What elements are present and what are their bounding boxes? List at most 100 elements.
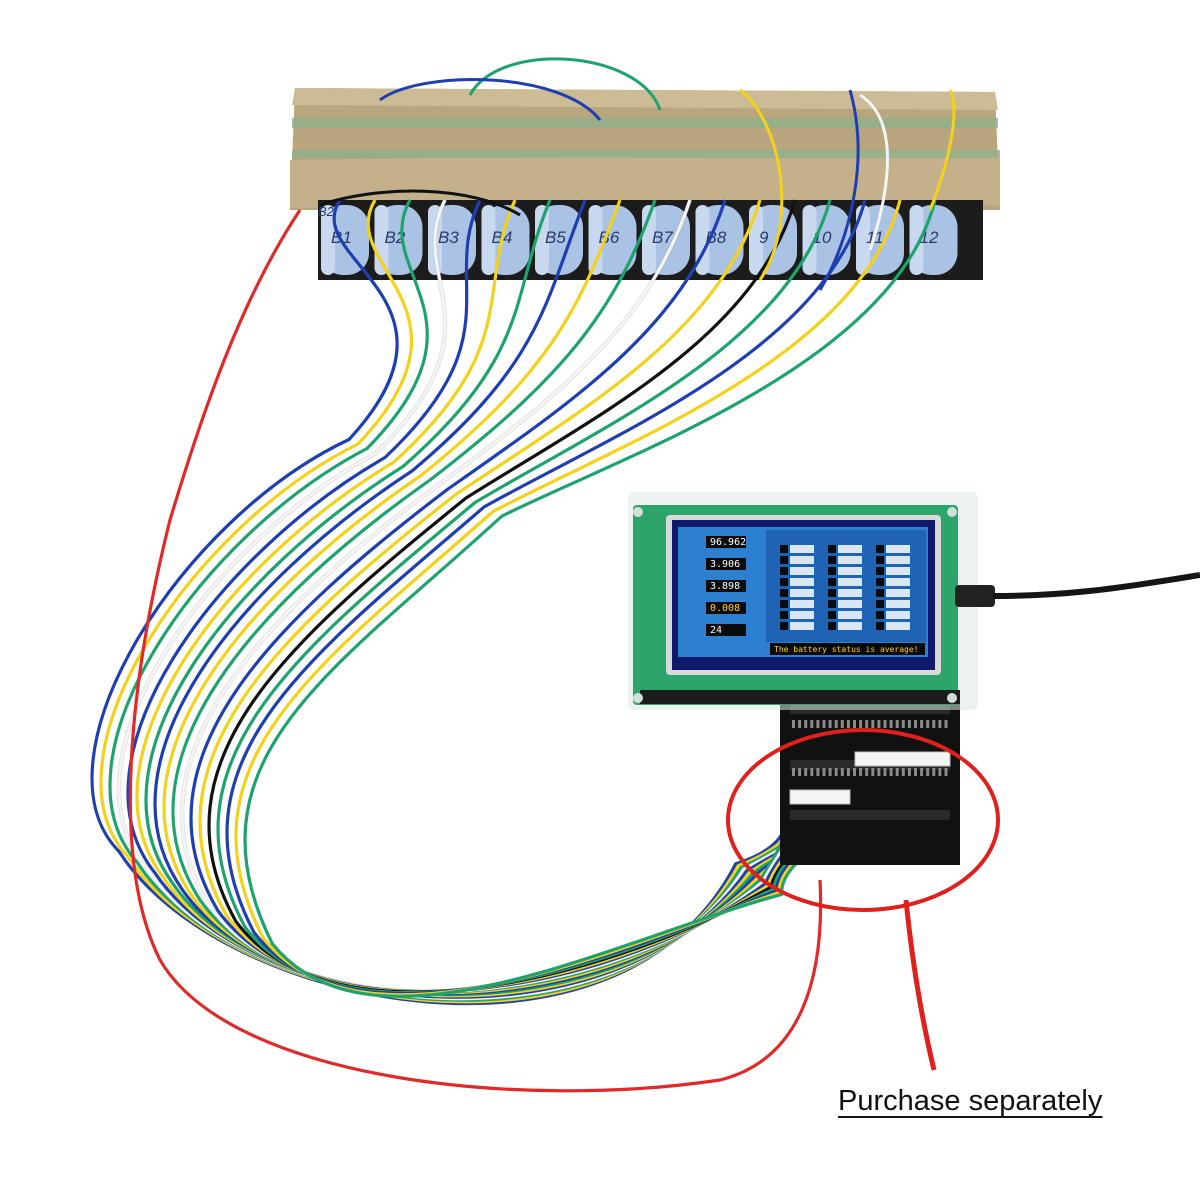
- battery-cell: B8: [695, 205, 744, 275]
- cell-index-box: [828, 589, 836, 597]
- cell-index-box: [876, 578, 884, 586]
- header-pin: [895, 768, 899, 776]
- wire-blue: [225, 199, 867, 996]
- battery-cell: B4: [481, 205, 530, 275]
- wire-yellow: [99, 199, 802, 1004]
- cell-index-box: [780, 589, 788, 597]
- cell-index-box: [876, 567, 884, 575]
- cell-voltage-box: [790, 556, 814, 564]
- header-pin: [932, 720, 936, 728]
- header-pin: [853, 720, 856, 728]
- header-pin: [859, 720, 863, 728]
- header-pin: [810, 768, 814, 776]
- adapter-board: [780, 690, 960, 865]
- header-pin: [926, 768, 930, 776]
- reading-box: [706, 536, 746, 548]
- cell-label: B8: [706, 228, 727, 247]
- header-pin: [871, 768, 875, 776]
- cell-index-box: [828, 611, 836, 619]
- header-pin: [889, 720, 893, 728]
- cell-index-box: [780, 600, 788, 608]
- cell-voltage-box: [838, 545, 862, 553]
- wire-blue: [189, 199, 812, 994]
- cell-voltage-box: [886, 567, 910, 575]
- cell-voltage-box: [886, 556, 910, 564]
- header-pin: [877, 768, 881, 776]
- reading-value: 24: [710, 625, 722, 636]
- cell-voltage-box: [790, 567, 814, 575]
- cell-voltage-box: [886, 589, 910, 597]
- header-pin: [914, 768, 917, 776]
- cell-index-box: [780, 611, 788, 619]
- cell-label: B7: [652, 228, 673, 247]
- wire-blue: [126, 199, 832, 999]
- header-pin: [932, 768, 936, 776]
- cell-label: B3: [438, 228, 459, 247]
- cell-voltage-box: [838, 600, 862, 608]
- header-pin: [944, 768, 948, 776]
- cell-index-box: [876, 611, 884, 619]
- cell-voltage-box: [790, 600, 814, 608]
- header-pin: [822, 720, 826, 728]
- header-pin: [792, 768, 795, 776]
- cell-index-box: [780, 622, 788, 630]
- header-pin: [877, 720, 881, 728]
- cell-voltage-box: [886, 611, 910, 619]
- header-pin: [907, 768, 911, 776]
- cell-voltage-box: [790, 622, 814, 630]
- cell-voltage-box: [838, 611, 862, 619]
- cell-index-box: [828, 622, 836, 630]
- header-pin: [859, 768, 863, 776]
- cell-voltage-box: [886, 622, 910, 630]
- wire-green: [144, 199, 852, 997]
- reading-value: 3.898: [710, 581, 740, 592]
- cell-voltage-box: [790, 589, 814, 597]
- header-pin: [938, 768, 942, 776]
- wire-yellow: [135, 199, 842, 998]
- cell-label: 9: [759, 228, 769, 247]
- wire-green: [243, 199, 937, 998]
- header-pin: [907, 720, 911, 728]
- reading-box: [706, 602, 746, 614]
- cell-voltage-box: [838, 578, 862, 586]
- annotation: [726, 728, 1000, 1071]
- reading-box: [706, 580, 746, 592]
- reading-value: 96.962: [710, 537, 746, 548]
- header-pin: [822, 768, 826, 776]
- screen-cell-grid: [780, 545, 910, 630]
- wire-white: [859, 93, 889, 251]
- balance-wire-bundle: [90, 57, 956, 1093]
- cell-voltage-box: [886, 578, 910, 586]
- battery-cell: B5: [535, 205, 583, 275]
- reading-value: 3.906: [710, 559, 740, 570]
- highlight-circle: [726, 728, 1000, 912]
- cell-voltage-box: [886, 600, 910, 608]
- header-pin: [938, 720, 942, 728]
- battery-cell: B7: [642, 205, 690, 275]
- header-pin: [865, 720, 869, 728]
- header-pins: [792, 720, 948, 776]
- header-pin: [846, 720, 850, 728]
- header-pin: [920, 720, 924, 728]
- cell-voltage-box: [790, 611, 814, 619]
- header-pin: [828, 768, 832, 776]
- pointer-line: [903, 899, 937, 1071]
- cell-index-box: [876, 600, 884, 608]
- header-pin: [853, 768, 856, 776]
- wire-blue: [153, 199, 862, 996]
- wire-yellow: [234, 199, 902, 997]
- header-pin: [840, 768, 844, 776]
- cell-voltage-box: [838, 622, 862, 630]
- wire-green: [108, 199, 812, 1002]
- header-pin: [834, 768, 838, 776]
- header-pin: [840, 720, 844, 728]
- cell-index-box: [828, 567, 836, 575]
- battery-cell: 12: [909, 205, 958, 275]
- cell-index-box: [828, 578, 836, 586]
- header-pin: [883, 768, 887, 776]
- wire-green: [216, 199, 842, 995]
- cell-index-box: [876, 589, 884, 597]
